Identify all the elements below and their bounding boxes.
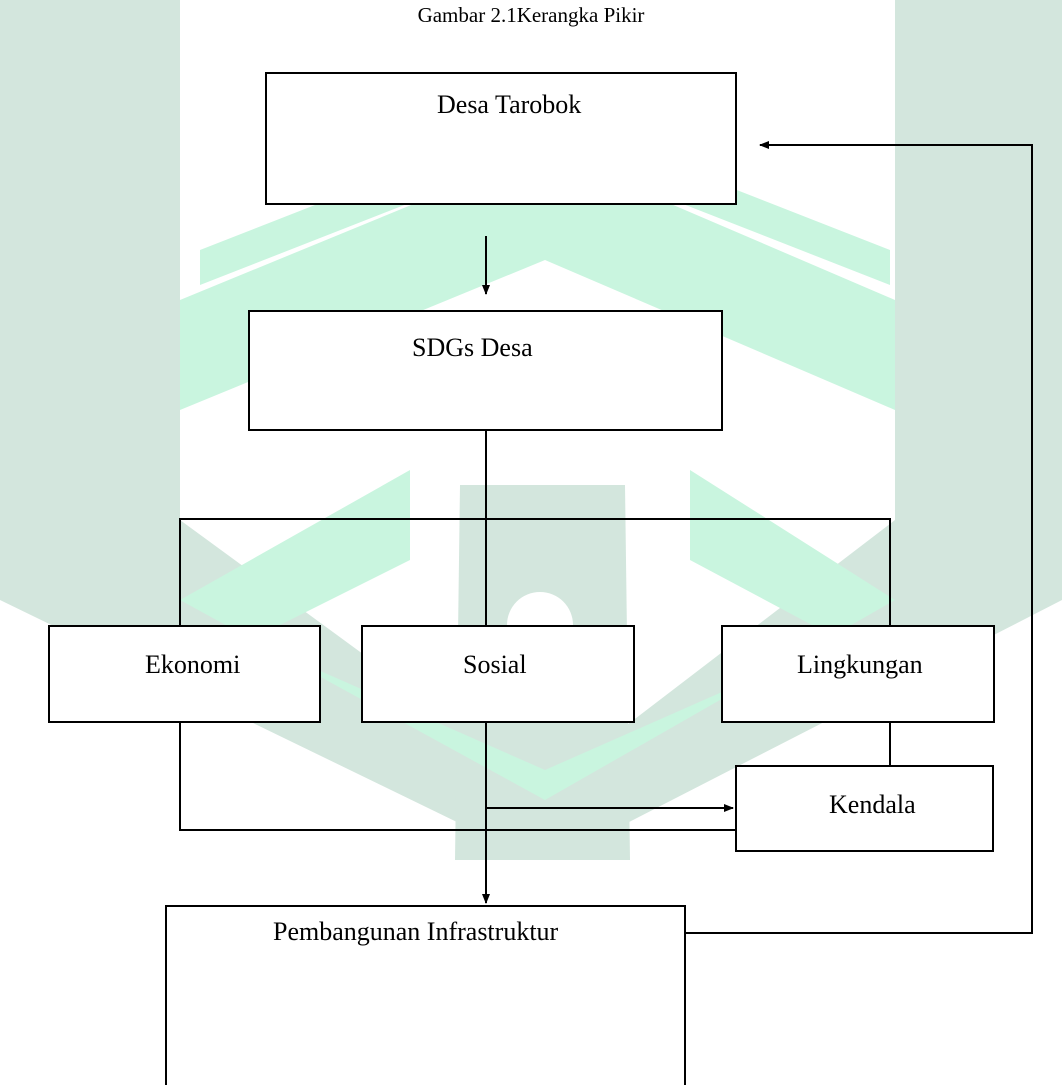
node-sosial-label: Sosial xyxy=(463,650,527,679)
node-desa-tarobok-label: Desa Tarobok xyxy=(437,90,582,119)
node-sdgs-desa: SDGs Desa xyxy=(248,310,723,431)
node-pembangunan-infrastruktur: Pembangunan Infrastruktur xyxy=(165,905,686,1085)
node-sosial: Sosial xyxy=(361,625,635,723)
node-ekonomi-label: Ekonomi xyxy=(145,650,241,679)
node-desa-tarobok: Desa Tarobok xyxy=(265,72,737,205)
feedback-line xyxy=(686,141,1033,934)
node-lingkungan-label: Lingkungan xyxy=(797,650,923,679)
bracket-top xyxy=(179,518,891,625)
node-ekonomi: Ekonomi xyxy=(48,625,321,723)
figure-caption: Gambar 2.1Kerangka Pikir xyxy=(417,3,645,27)
node-pembangunan-infrastruktur-label: Pembangunan Infrastruktur xyxy=(273,917,559,946)
node-lingkungan: Lingkungan xyxy=(721,625,995,723)
node-kendala: Kendala xyxy=(735,765,994,852)
node-kendala-label: Kendala xyxy=(829,790,916,819)
node-sdgs-desa-label: SDGs Desa xyxy=(412,333,533,362)
